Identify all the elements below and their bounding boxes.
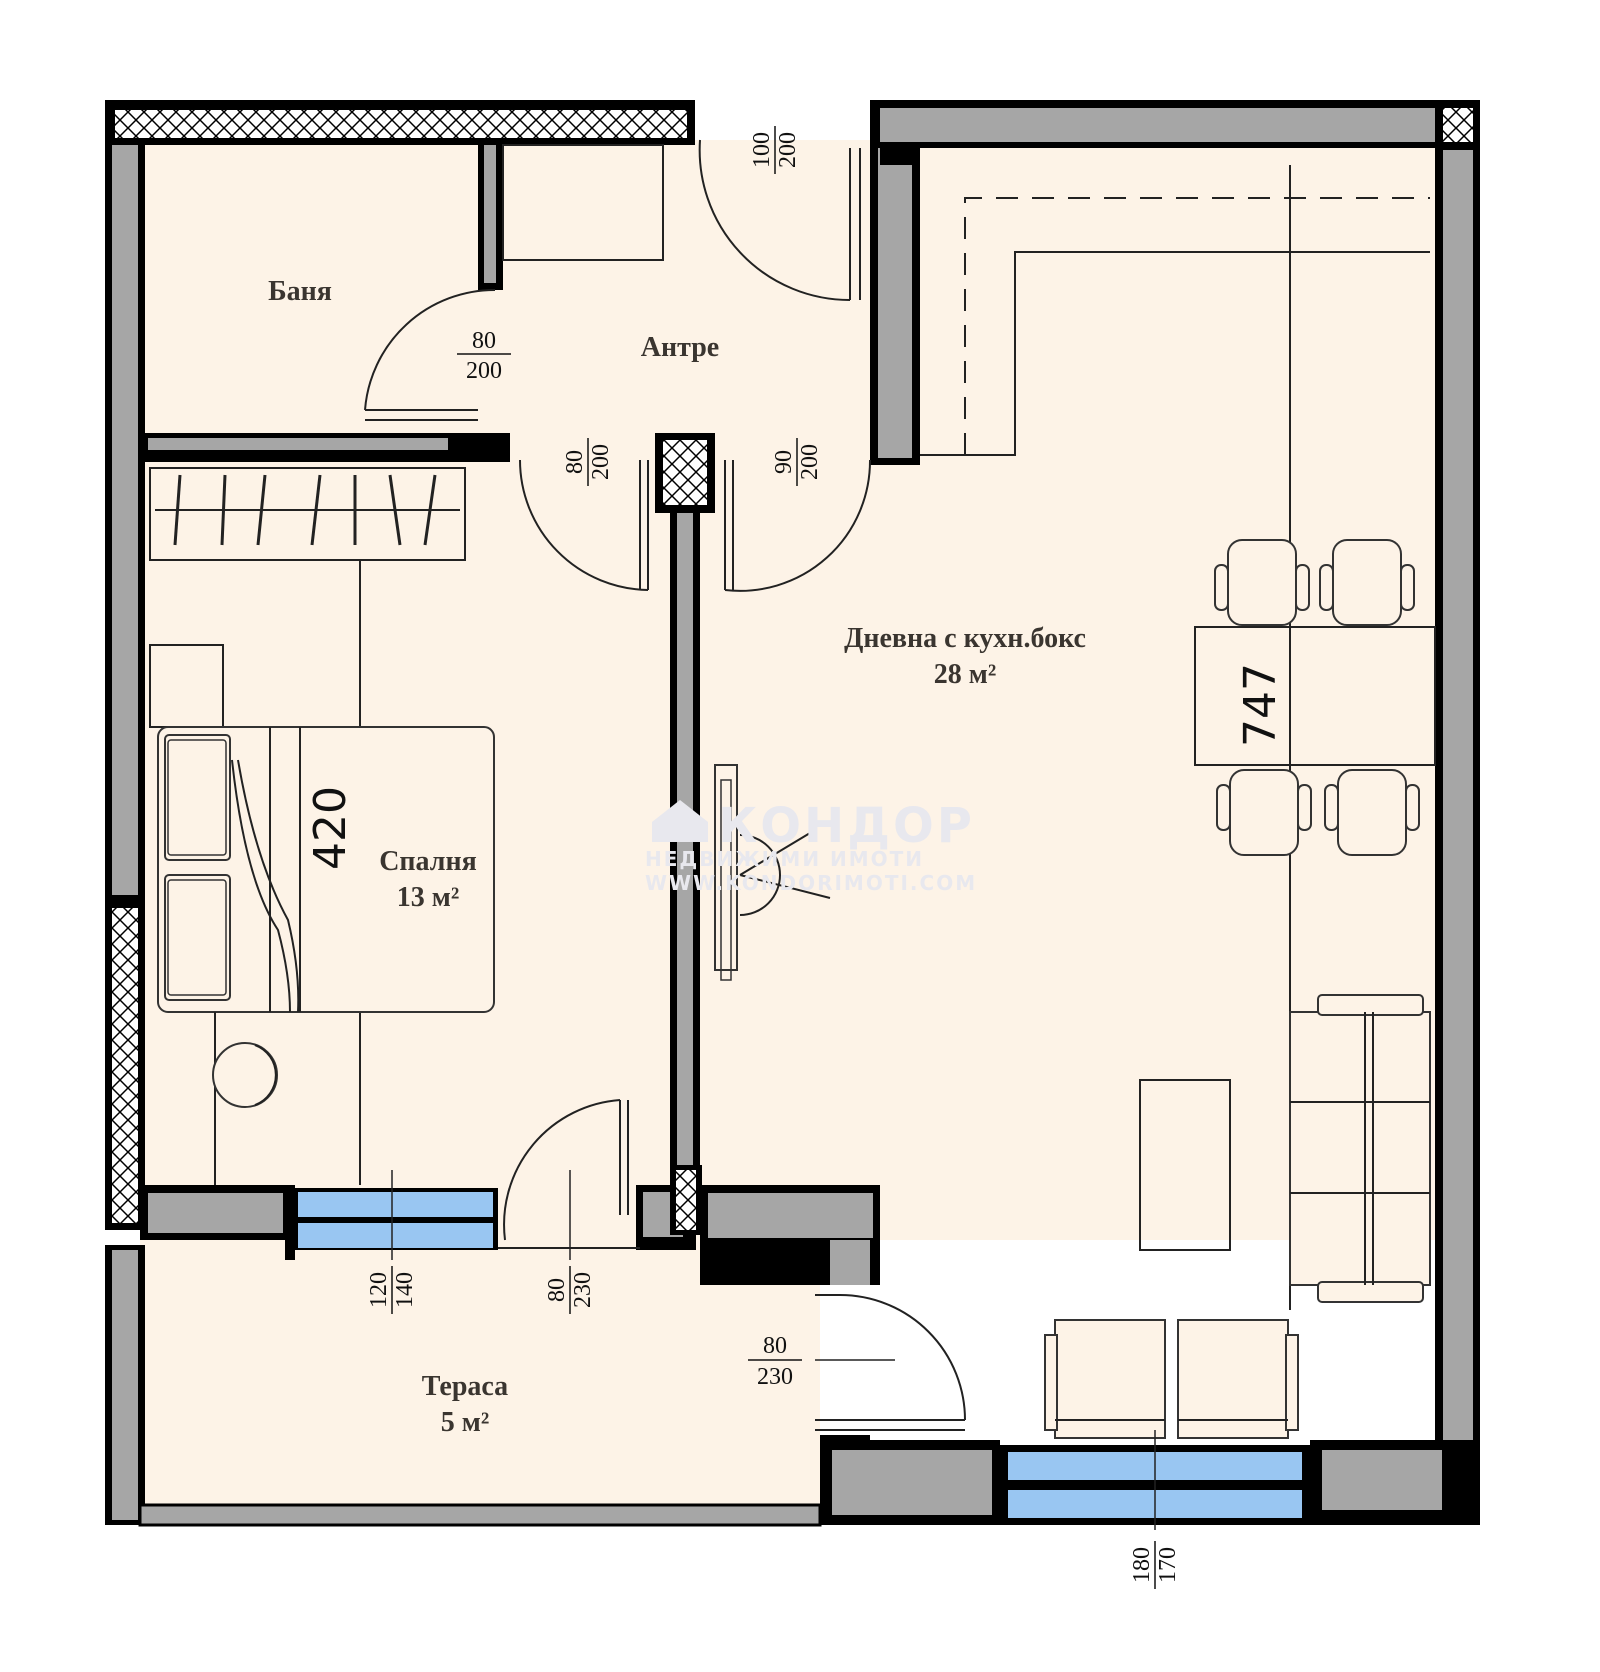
room-labels: Баня Антре Дневна с кухн.бокс 28 м² Спал…: [268, 276, 1086, 1438]
bathroom-shower: [502, 144, 664, 261]
dim-living-door-width: 90: [771, 450, 797, 474]
dining-chair: [1214, 539, 1310, 626]
watermark-site: WWW.KONDORIMOTI.COM: [645, 871, 977, 895]
kitchen-counter: [920, 251, 1430, 456]
room-area-bedroom: 13 м²: [397, 882, 459, 913]
sofa: [1289, 994, 1431, 1303]
dim-living-terrace-door-height: 230: [757, 1364, 793, 1390]
dim-bedroom-terrace-door-width: 80: [544, 1278, 570, 1302]
room-area-living: 28 м²: [934, 659, 996, 690]
room-label-bathroom: Баня: [268, 276, 332, 307]
coffee-table: [1139, 1079, 1231, 1251]
dim-living-door-height: 200: [797, 444, 823, 480]
wardrobe: [149, 467, 466, 561]
tv-unit: [714, 764, 831, 981]
house-icon: [652, 800, 708, 842]
room-label-living: Дневна с кухн.бокс: [844, 623, 1086, 654]
dining-table: [1194, 626, 1436, 766]
exterior-walls: [105, 100, 1480, 1527]
dim-bedroom-window-width: 120: [366, 1272, 392, 1308]
doors: [364, 139, 966, 1431]
dim-bedroom-window-height: 140: [392, 1272, 418, 1308]
watermark-brand: КОНДОР: [718, 798, 975, 854]
interior-walls: [140, 145, 920, 1235]
bed: [157, 726, 495, 1013]
dim-living-length: 747: [1235, 663, 1286, 747]
dim-bedroom-door-width: 80: [562, 450, 588, 474]
kitchen-counter-outline: [964, 197, 1430, 455]
dim-bedroom-terrace-door-height: 230: [570, 1272, 596, 1308]
room-label-hallway: Антре: [641, 332, 719, 363]
watermark-tagline: НЕДВИЖИМИ ИМОТИ: [645, 847, 924, 871]
dim-bathroom-door-width: 80: [472, 328, 496, 354]
dim-bedroom-length: 420: [305, 786, 356, 870]
watermark: КОНДОР НЕДВИЖИМИ ИМОТИ WWW.KONDORIMOTI.C…: [645, 798, 977, 895]
dining-chair: [1324, 769, 1420, 856]
room-area-terrace: 5 м²: [441, 1407, 489, 1438]
dim-bathroom-door-height: 200: [466, 358, 502, 384]
furniture: [149, 144, 1436, 1530]
dim-entrance-door-height: 200: [775, 132, 801, 168]
dimension-labels: 100 200 80 200 80 200 90 200 120 140 80: [305, 126, 1286, 1589]
dim-living-window-height: 170: [1155, 1547, 1181, 1583]
dining-chair: [1319, 539, 1415, 626]
armchair: [1044, 1319, 1166, 1439]
dining-chair: [1216, 769, 1312, 856]
dim-entrance-door-width: 100: [749, 132, 775, 168]
dim-living-terrace-door-width: 80: [763, 1333, 787, 1359]
room-label-terrace: Тераса: [422, 1371, 508, 1402]
room-label-bedroom: Спалня: [379, 846, 477, 877]
dim-bedroom-door-height: 200: [588, 444, 614, 480]
round-stool: [212, 1042, 278, 1108]
armchair: [1177, 1319, 1299, 1439]
dim-living-window-width: 180: [1129, 1547, 1155, 1583]
